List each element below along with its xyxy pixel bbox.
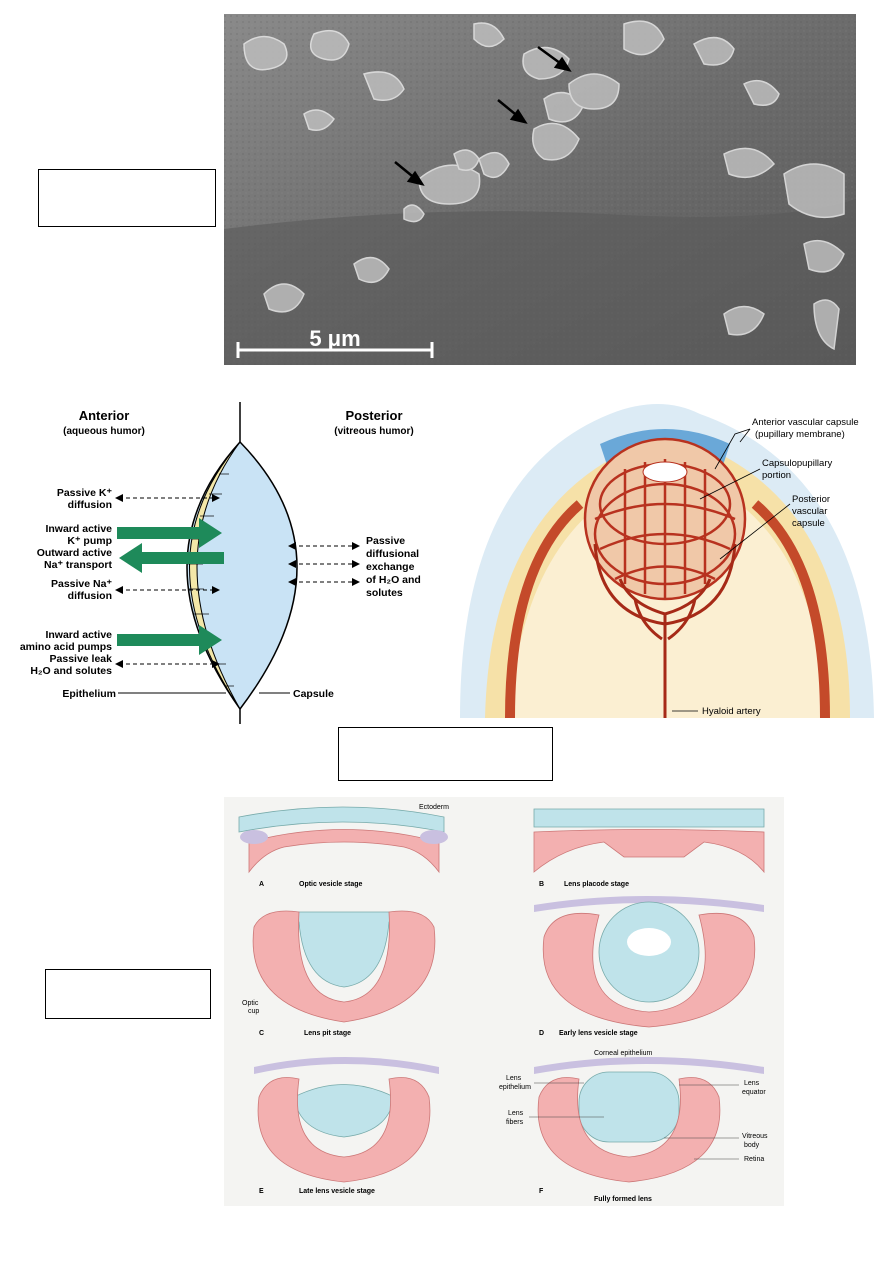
label-posterior: Posterior: [792, 494, 830, 505]
passive-exchange-line-3: exchange: [366, 561, 415, 573]
row-1-line-2: diffusion: [68, 499, 112, 511]
scale-bar-label: 5 μm: [309, 326, 360, 351]
anterior-subtitle: (aqueous humor): [63, 426, 145, 437]
label-pupillary-membrane: (pupillary membrane): [755, 429, 845, 440]
row-2-line-2: K⁺ pump: [67, 535, 112, 547]
stage-d-letter: D: [539, 1030, 544, 1037]
row-5-line-2: amino acid pumps: [20, 641, 112, 653]
stage-f-letter: F: [539, 1188, 544, 1195]
stage-a-letter: A: [259, 881, 264, 888]
stage-c-name: Lens pit stage: [304, 1030, 351, 1037]
posterior-subtitle: (vitreous humor): [334, 426, 413, 437]
anterior-title: Anterior: [79, 408, 130, 423]
stage-b-name: Lens placode stage: [564, 881, 629, 888]
stage-a-panel: Ectoderm: [238, 804, 449, 874]
label-anterior-vascular-capsule: Anterior vascular capsule: [752, 417, 859, 428]
stage-b-letter: B: [539, 881, 544, 888]
inward-k-pump-arrow: [117, 518, 222, 548]
inward-amino-acid-pump-arrow: [117, 625, 222, 655]
optic-cup-label-2: cup: [248, 1008, 259, 1015]
row-3-line-1: Outward active: [37, 547, 112, 559]
label-hyaloid-artery: Hyaloid artery: [702, 706, 761, 717]
passive-exchange-line-5: solutes: [366, 587, 403, 599]
lens-epithelium-label-1: Lens: [506, 1075, 522, 1082]
optic-cup-label-1: Optic: [242, 1000, 259, 1007]
stage-e-name: Late lens vesicle stage: [299, 1188, 375, 1195]
label-portion: portion: [762, 470, 791, 481]
stage-c-panel: Optic cup: [242, 910, 436, 1023]
label-capsulopupillary: Capsulopupillary: [762, 458, 832, 469]
capsule-label: Capsule: [293, 688, 334, 700]
row-6-line-1: Passive leak: [50, 653, 113, 665]
posterior-title: Posterior: [345, 408, 402, 423]
lens-epithelium-label-2: epithelium: [499, 1084, 531, 1091]
lens-development-diagram: Ectoderm Optic cup Corneal epithelium Le…: [224, 797, 784, 1206]
row-3-line-2: Na⁺ transport: [44, 559, 112, 571]
stage-e-letter: E: [259, 1188, 264, 1195]
passive-exchange-line-2: diffusional: [366, 548, 419, 560]
epithelium-label: Epithelium: [62, 688, 116, 700]
stage-c-letter: C: [259, 1030, 264, 1037]
stage-f-panel: Corneal epithelium Lens epithelium Lens …: [499, 1050, 768, 1183]
stage-d-name: Early lens vesicle stage: [559, 1030, 638, 1037]
lens-fibers-label-1: Lens: [508, 1110, 524, 1117]
retina-label: Retina: [744, 1156, 764, 1163]
stage-b-panel: [533, 808, 765, 874]
row-1-line-1: Passive K⁺: [57, 487, 113, 499]
row-2-line-1: Inward active: [45, 523, 112, 535]
lens-transport-diagram: Anterior (aqueous humor) Posterior (vitr…: [4, 394, 438, 724]
corneal-epithelium-label: Corneal epithelium: [594, 1050, 653, 1057]
row-4-line-1: Passive Na⁺: [51, 578, 112, 590]
stage-e-panel: [254, 1057, 439, 1183]
row-4-line-2: diffusion: [68, 590, 112, 602]
lens-fibers-label-2: fibers: [506, 1119, 524, 1126]
blank-label-box-2: [338, 727, 553, 781]
blank-label-box-3: [45, 969, 211, 1019]
label-vascular: vascular: [792, 506, 827, 517]
vitreous-body-label-1: Vitreous: [742, 1133, 768, 1140]
vitreous-body-label-2: body: [744, 1142, 760, 1149]
outward-na-transport-arrow: [119, 543, 224, 573]
stage-f-name: Fully formed lens: [594, 1196, 652, 1203]
sem-micrograph: 5 μm: [224, 14, 856, 365]
lens-equator-label-2: equator: [742, 1089, 766, 1096]
blank-label-box-1: [38, 169, 216, 227]
passive-exchange-line-1: Passive: [366, 535, 405, 547]
stage-a-name: Optic vesicle stage: [299, 881, 363, 888]
row-5-line-1: Inward active: [45, 629, 112, 641]
stage-d-panel: [534, 896, 764, 1028]
ectoderm-label: Ectoderm: [419, 804, 449, 811]
lens-equator-label-1: Lens: [744, 1080, 760, 1087]
vascular-capsule-diagram: Anterior vascular capsule (pupillary mem…: [450, 394, 884, 718]
passive-exchange-line-4: of H₂O and: [366, 574, 421, 586]
label-capsule: capsule: [792, 518, 825, 529]
row-6-line-2: H₂O and solutes: [30, 665, 112, 677]
